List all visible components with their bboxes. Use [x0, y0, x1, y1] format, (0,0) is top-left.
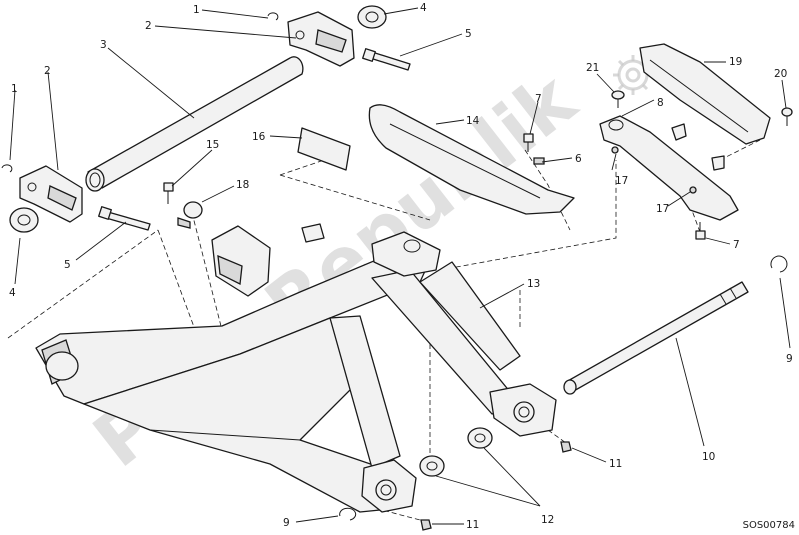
callout-5-left: 5 — [64, 259, 71, 271]
part-clip-left — [1, 164, 13, 173]
callout-18: 18 — [236, 179, 249, 191]
callout-10: 10 — [702, 451, 715, 463]
callout-1-left: 1 — [11, 83, 18, 95]
callout-8: 8 — [657, 97, 664, 109]
callout-11-right: 11 — [609, 458, 622, 470]
part-nut-17a — [611, 146, 619, 154]
part-screw-15 — [163, 182, 174, 204]
part-nut-11a — [560, 441, 572, 453]
part-spacer-top — [357, 5, 387, 29]
callout-14: 14 — [466, 115, 480, 127]
callout-5-top: 5 — [465, 28, 472, 40]
part-washer-12a — [467, 427, 493, 449]
part-clip-top — [267, 12, 279, 21]
callout-6: 6 — [575, 153, 582, 165]
diagram-code: SOS00784 — [743, 520, 795, 531]
part-adjuster-top — [287, 11, 355, 67]
part-bolt-left — [98, 206, 151, 231]
part-cover-19 — [639, 43, 771, 145]
callout-19: 19 — [729, 56, 742, 68]
part-clip-9-bottom — [339, 507, 357, 521]
assembly-lines — [7, 139, 761, 521]
part-sticker — [297, 127, 351, 171]
part-fitting-18 — [177, 201, 203, 229]
leader-lines — [9, 7, 791, 525]
callout-16: 16 — [252, 131, 266, 143]
part-chain-guard — [368, 104, 575, 215]
callout-7-top: 7 — [535, 93, 542, 105]
part-spacer-left — [9, 207, 39, 233]
part-screw-21 — [611, 90, 625, 108]
part-nut-11b — [420, 519, 432, 531]
callout-9-right: 9 — [786, 353, 793, 365]
callout-2-top: 2 — [145, 20, 152, 32]
callout-21: 21 — [586, 62, 599, 74]
callout-4-top: 4 — [420, 2, 427, 14]
callout-17-lower: 17 — [656, 203, 669, 215]
part-bracket-8 — [599, 115, 739, 221]
callout-2-left: 2 — [44, 65, 51, 77]
callout-17-right: 17 — [615, 175, 628, 187]
part-screw-7-bottom — [695, 222, 706, 240]
part-screw-7-top — [523, 133, 534, 152]
part-swingarm — [35, 223, 557, 513]
callout-3: 3 — [100, 39, 107, 51]
callout-labels: 1 1 2 2 3 4 4 5 5 6 7 7 8 9 9 10 11 11 1… — [9, 2, 793, 531]
part-axle — [563, 281, 749, 395]
part-washer-12b — [419, 455, 445, 477]
callout-7-bottom: 7 — [733, 239, 740, 251]
callout-4-left: 4 — [9, 287, 16, 299]
callout-9-bottom: 9 — [283, 517, 290, 529]
part-screw-20 — [781, 107, 793, 126]
part-tube — [85, 56, 304, 192]
callout-20: 20 — [774, 68, 787, 80]
callout-11-bottom: 11 — [466, 519, 479, 531]
part-clip-9-right — [770, 255, 788, 273]
callout-1-top: 1 — [193, 4, 200, 16]
part-nut-17b — [689, 186, 697, 194]
callout-13: 13 — [527, 278, 540, 290]
callout-12: 12 — [541, 514, 554, 526]
callout-15: 15 — [206, 139, 219, 151]
part-adjuster-left — [19, 165, 83, 223]
part-washer-6 — [533, 157, 545, 165]
part-bolt-top — [362, 48, 411, 71]
